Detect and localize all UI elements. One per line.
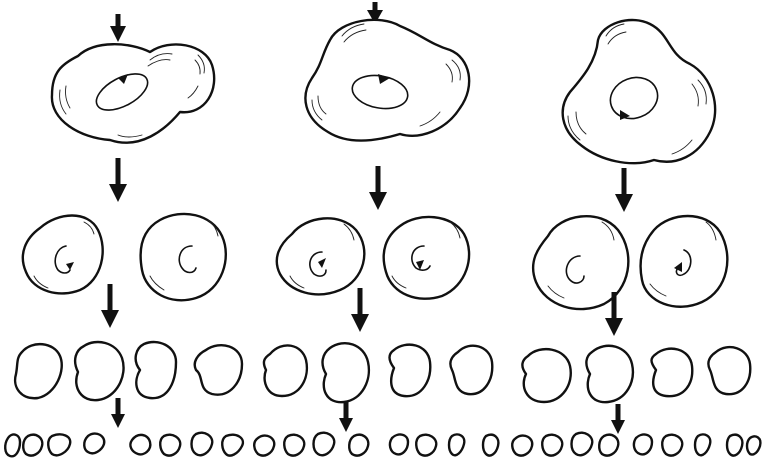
smallest-eddy: [727, 435, 742, 456]
smallest-eddy: [349, 435, 368, 456]
small-eddy: [75, 342, 123, 400]
column-2: [254, 2, 498, 456]
down-arrow-icon: [101, 284, 119, 328]
down-arrow-icon: [369, 166, 387, 210]
column-1: [5, 14, 243, 456]
down-arrow-icon: [615, 168, 633, 212]
smallest-eddy: [695, 434, 710, 455]
smallest-eddy: [483, 435, 498, 456]
large-eddy: [52, 44, 214, 142]
large-eddy: [563, 20, 715, 163]
smallest-eddy: [416, 435, 436, 456]
smallest-eddy: [449, 434, 464, 455]
smallest-eddy: [284, 435, 304, 456]
down-arrow-icon: [111, 398, 125, 428]
small-eddy: [450, 346, 492, 395]
small-eddy: [195, 345, 242, 394]
smallest-eddy: [254, 436, 274, 456]
smallest-eddy: [23, 435, 42, 456]
smallest-eddy: [634, 435, 652, 455]
smallest-eddy: [192, 433, 213, 456]
small-eddy: [708, 347, 750, 394]
small-eddy: [136, 342, 176, 398]
smallest-eddy: [542, 435, 562, 456]
down-arrow-icon: [351, 288, 369, 332]
small-eddy: [264, 345, 307, 396]
smallest-eddy: [747, 436, 760, 454]
small-eddy: [15, 344, 62, 398]
down-arrow-icon: [611, 404, 625, 434]
smallest-eddy: [222, 435, 243, 456]
smallest-eddy: [314, 433, 335, 456]
smallest-eddy: [390, 435, 408, 455]
small-eddy: [522, 349, 570, 402]
medium-eddy: [141, 214, 226, 300]
down-arrow-icon: [110, 14, 126, 42]
smallest-eddy: [160, 435, 180, 456]
smallest-eddy: [512, 436, 532, 456]
medium-eddy: [384, 217, 469, 299]
smallest-eddy: [130, 435, 150, 454]
smallest-eddy: [84, 434, 104, 454]
medium-eddy: [23, 216, 103, 294]
small-eddy: [652, 349, 693, 397]
large-eddy: [305, 20, 469, 141]
small-eddy: [390, 345, 431, 397]
down-arrow-icon: [339, 402, 353, 432]
medium-eddy: [641, 216, 728, 307]
smallest-eddy: [5, 435, 20, 457]
smallest-eddy: [48, 434, 70, 455]
smallest-eddy: [599, 435, 618, 456]
small-eddy: [586, 346, 632, 402]
medium-eddy: [277, 218, 365, 294]
smallest-eddy: [662, 435, 682, 456]
column-3: [512, 20, 760, 456]
smallest-eddy: [572, 433, 593, 456]
small-eddy: [323, 343, 369, 402]
down-arrow-icon: [109, 158, 127, 202]
